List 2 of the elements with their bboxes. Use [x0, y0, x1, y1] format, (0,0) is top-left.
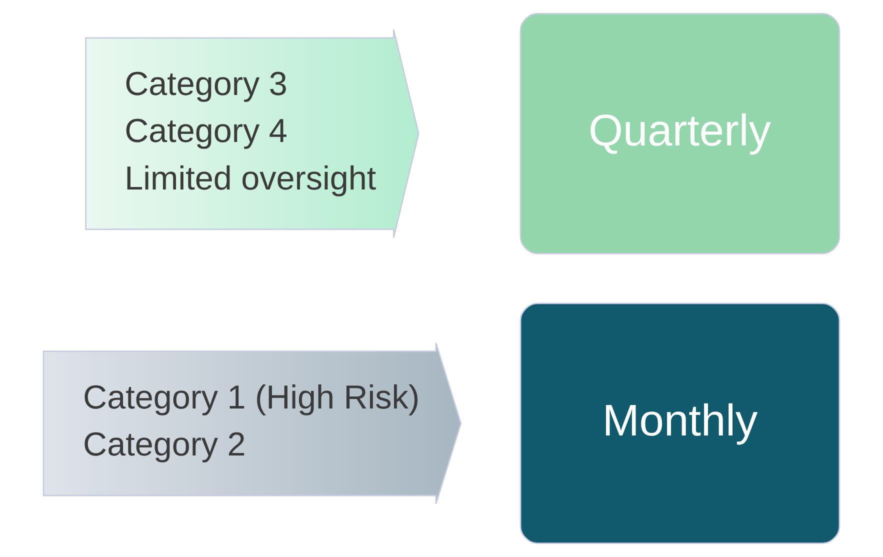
node-box: Monthly — [520, 302, 840, 544]
node-box: Quarterly — [520, 12, 840, 254]
